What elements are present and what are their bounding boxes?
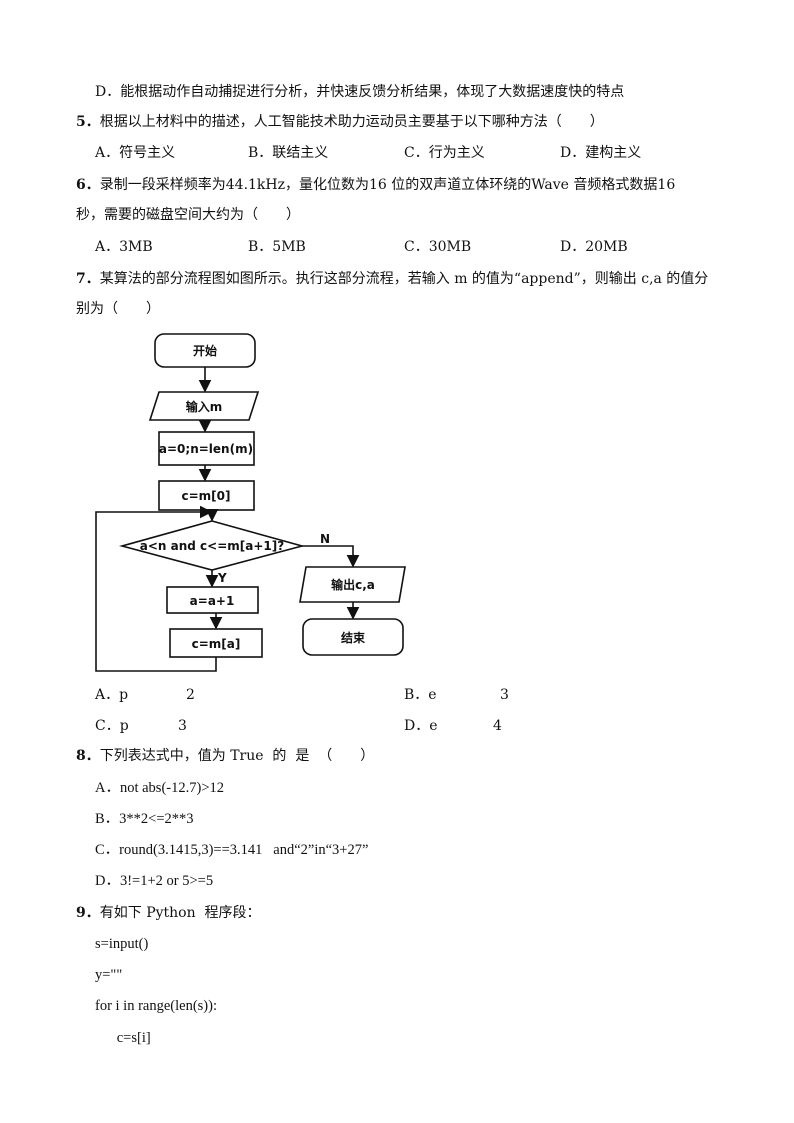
start-label: 开始 <box>193 343 217 358</box>
question-7: 7．某算法的部分流程图如图所示。执行这部分流程，若输入 m 的值为“append… <box>76 270 708 288</box>
step1-label: a=a+1 <box>190 594 235 608</box>
input-node <box>148 391 260 421</box>
question-8: 8．下列表达式中，值为 True 的 是 （ ） <box>76 747 374 765</box>
q7-option-c-value: 3 <box>178 718 187 734</box>
q8-option-a: A．not abs(-12.7)>12 <box>95 780 224 796</box>
output-node <box>299 566 406 603</box>
init-label: a=0;n=len(m) <box>159 442 253 456</box>
q7-option-b-value: 3 <box>500 687 509 703</box>
q6-option-d: D．20MB <box>560 239 628 255</box>
q8-option-c: C．round(3.1415,3)==3.141 and“2”in“3+27” <box>95 842 369 858</box>
end-label: 结束 <box>341 630 366 645</box>
code-line: c=s[i] <box>95 1030 151 1046</box>
question-6: 6．录制一段采样频率为44.1kHz，量化位数为16 位的双声道立体环绕的Wav… <box>76 176 675 194</box>
q5-option-d: D．建构主义 <box>560 145 642 161</box>
code-line: s=input() <box>95 936 149 952</box>
q6-option-c: C．30MB <box>404 239 472 255</box>
code-line: y="" <box>95 967 123 983</box>
q8-option-b: B．3**2<=2**3 <box>95 811 194 827</box>
q5-option-b: B．联结主义 <box>248 145 329 161</box>
q8-option-d: D．3!=1+2 or 5>=5 <box>95 873 214 889</box>
question-text: 下列表达式中，值为 True 的 是 （ ） <box>99 748 375 764</box>
condition-label: a<n and c<=m[a+1]? <box>140 539 284 553</box>
question-9: 9．有如下 Python 程序段： <box>76 904 261 922</box>
q5-option-a: A．符号主义 <box>95 145 176 161</box>
q7-option-d-value: 4 <box>493 718 502 734</box>
yes-label: Y <box>217 571 227 585</box>
input-label: 输入m <box>186 399 223 414</box>
question-number: 7． <box>76 271 100 287</box>
q5-option-c: C．行为主义 <box>404 145 485 161</box>
question-text: 有如下 Python 程序段： <box>99 905 261 921</box>
no-label: N <box>320 532 330 546</box>
question-number: 6． <box>76 177 100 193</box>
q7-option-a: A．p <box>95 687 129 703</box>
q7-option-a-value: 2 <box>186 687 195 703</box>
q6-option-b: B．5MB <box>248 239 306 255</box>
q7-option-d: D．e <box>404 718 438 734</box>
question-text: 录制一段采样频率为44.1kHz，量化位数为16 位的双声道立体环绕的Wave … <box>99 177 676 193</box>
q7-option-b: B．e <box>404 687 437 703</box>
question-number: 9． <box>76 905 100 921</box>
step2-label: c=m[a] <box>192 637 241 651</box>
question-text: 根据以上材料中的描述，人工智能技术助力运动员主要基于以下哪种方法（ ） <box>99 114 604 130</box>
q7-option-c: C．p <box>95 718 129 734</box>
q4-option-d: D．能根据动作自动捕捉进行分析，并快速反馈分析结果，体现了大数据速度快的特点 <box>95 84 625 100</box>
question-6-line2: 秒，需要的磁盘空间大约为（ ） <box>76 207 300 223</box>
output-label: 输出c,a <box>331 577 375 592</box>
question-text: 某算法的部分流程图如图所示。执行这部分流程，若输入 m 的值为“append”，… <box>99 271 709 287</box>
question-number: 5． <box>76 114 100 130</box>
assign-label: c=m[0] <box>182 489 231 503</box>
question-5: 5．根据以上材料中的描述，人工智能技术助力运动员主要基于以下哪种方法（ ） <box>76 113 604 131</box>
question-number: 8． <box>76 748 100 764</box>
question-7-line2: 别为（ ） <box>76 301 160 317</box>
code-line: for i in range(len(s)): <box>95 998 217 1014</box>
q6-option-a: A．3MB <box>95 239 153 255</box>
